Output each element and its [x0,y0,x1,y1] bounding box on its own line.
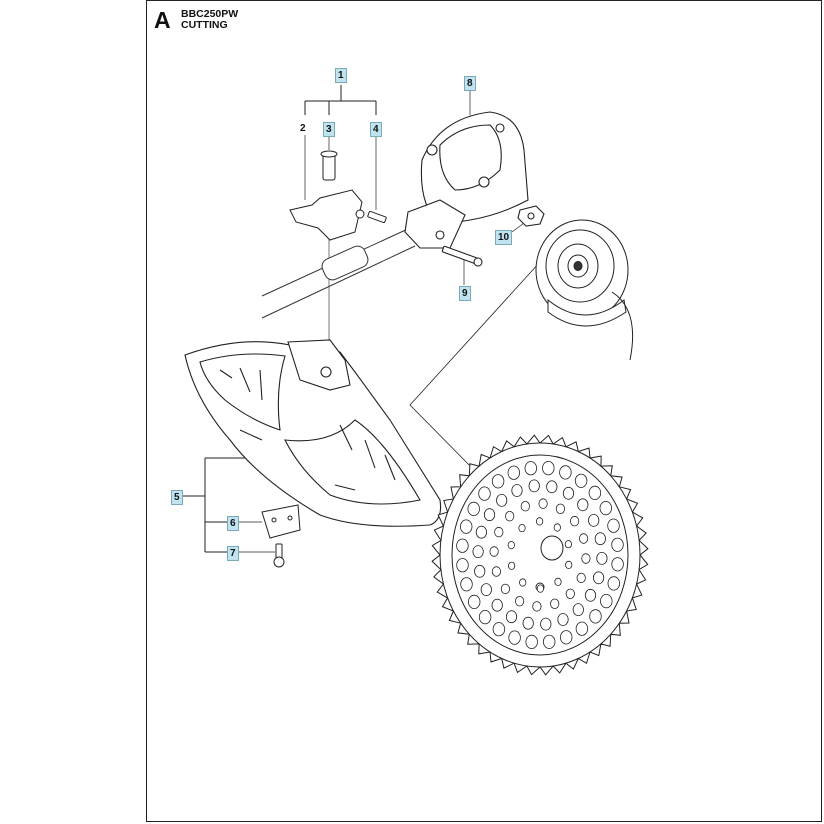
blade-hole [505,610,518,624]
blade-hole [507,561,516,570]
blade-hole [520,501,530,512]
blade-hole [550,598,560,610]
blade-hole [554,577,562,587]
blade-hole [507,540,515,550]
blade-hole [599,500,613,516]
blade-hole [500,583,510,595]
blade-hole [524,461,538,476]
blade-hole [522,616,534,630]
section-letter: A [154,7,171,33]
blade-hole [553,523,561,532]
blade-hole [475,525,487,539]
blade-hole [560,630,573,645]
blade-hole [514,596,525,607]
blade-hole [607,576,621,591]
blade-hole [460,577,473,592]
blade-hole [538,498,548,509]
blade-hole [478,486,491,501]
blade-hole [472,545,484,558]
callout-6[interactable]: 6 [227,516,239,531]
blade-hole [611,557,624,572]
blade-hole [584,588,597,602]
blade-hole [519,578,527,587]
blade-hole [491,566,501,577]
blade-hole [540,617,552,631]
blade-hole [456,558,469,573]
callout-7[interactable]: 7 [227,546,239,561]
blade-hole [577,498,589,512]
blade-hole [600,593,613,609]
section-title: CUTTING [181,19,228,31]
callout-8[interactable]: 8 [464,76,476,91]
callout-10[interactable]: 10 [495,230,513,245]
blade-hole [572,603,584,616]
blade-hole [496,493,508,507]
blade-hole [491,598,503,612]
blade-hole [565,560,573,570]
callout-2[interactable]: 2 [300,123,306,134]
blade-hole [581,553,591,564]
blade-hole [611,537,624,552]
blade-hole [565,588,575,600]
blade-hole [592,571,605,585]
blade-hole [562,486,575,500]
blade-hole [505,511,515,522]
blade-hole [518,523,526,533]
callout-3[interactable]: 3 [323,122,335,137]
blade-hole [588,485,602,500]
blade-hole [588,514,600,527]
blade-hole [564,540,573,549]
blade-hole [480,583,492,596]
blade-hole [468,594,481,610]
blade-hole [532,601,542,612]
blade-hole [576,572,586,584]
blade-hole [474,564,486,578]
callout-1[interactable]: 1 [335,68,347,83]
callout-4[interactable]: 4 [370,122,382,137]
blade-hole [569,515,580,527]
blade-hole [594,532,606,546]
blade-hole [535,517,544,526]
callout-9[interactable]: 9 [459,286,471,301]
blade-hole [542,460,555,476]
blade-hole [494,526,504,538]
blade-hole [589,609,602,624]
blade-hole [467,501,480,516]
blade-hole [543,634,556,649]
blade-hole [528,479,540,493]
blade-hole [511,484,523,497]
blade-hole [483,508,496,522]
blade-hole [491,474,505,489]
blade-hole [559,465,572,480]
blade-hole [525,634,538,650]
blade-hole [489,546,499,557]
blade-hole [508,630,521,645]
blade-hole [596,552,608,565]
blade-hole [555,503,566,515]
blade-hole [607,518,620,533]
blade-hole [536,584,545,593]
blade-hole [460,519,473,534]
callout-5[interactable]: 5 [171,490,183,505]
blade-hole [546,480,558,494]
blade-hole [578,533,589,544]
blade-hole [456,538,469,553]
blade-hole [575,621,589,636]
blade-hole [574,473,588,488]
blade-hole [492,622,506,637]
blade-hole [478,609,492,625]
blade-hole [507,465,521,480]
blade-hole [557,613,569,626]
model-title: BBC250PW [181,8,239,20]
